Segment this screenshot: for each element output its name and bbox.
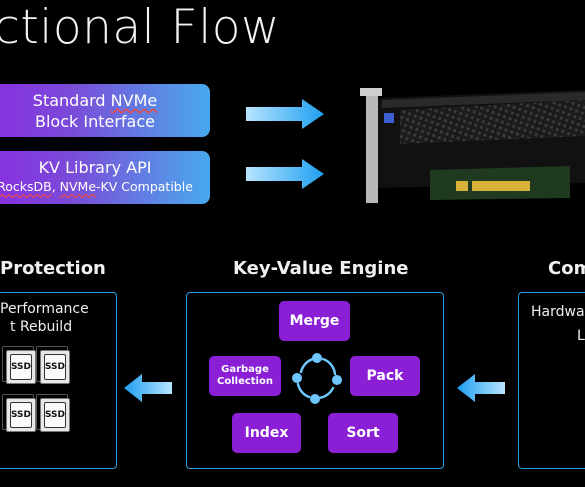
kv-line1: KV Library API [38, 158, 152, 177]
storage-card-image [360, 88, 585, 203]
garbage-collection-block: Garbage Collection [209, 356, 281, 396]
compression-panel [518, 292, 585, 469]
pack-block: Pack [350, 356, 420, 396]
slide-title: ctional Flow [0, 0, 280, 55]
nvme-line2: Block Interface [35, 112, 155, 131]
nvme-block-interface-box: Standard NVMe Block Interface [0, 84, 210, 137]
kv-line2: RocksDB, NVMe-KV Compatible [0, 179, 193, 194]
cycle-arrows-icon [292, 353, 342, 404]
nvme-line1: Standard NVMe [32, 91, 158, 110]
kv-engine-heading: Key-Value Engine [233, 258, 409, 279]
kv-engine-panel [186, 292, 444, 469]
protection-line2: t Rebuild [10, 319, 73, 335]
ssd-icon: SSD [6, 398, 36, 432]
protection-line1: Performance [0, 301, 89, 317]
ssd-icon: SSD [6, 350, 36, 384]
protection-heading: Protection [0, 258, 106, 279]
compression-heading: Com [548, 258, 585, 279]
compression-line2: L [577, 328, 585, 344]
left-arrow-icon [124, 374, 172, 402]
ssd-icon: SSD [40, 398, 70, 432]
protection-text: Performance t Rebuild [0, 300, 89, 336]
garbage-line1: Garbage [221, 364, 269, 375]
kv-library-api-box: KV Library API RocksDB, NVMe-KV Compatib… [0, 151, 210, 204]
merge-block: Merge [279, 301, 350, 341]
left-arrow-icon [457, 374, 505, 402]
ssd-icon: SSD [40, 350, 70, 384]
sort-block: Sort [328, 413, 398, 453]
right-arrow-icon [246, 159, 324, 189]
compression-text: Hardwa L [531, 300, 585, 348]
compression-line1: Hardwa [531, 304, 585, 320]
protection-panel [0, 292, 117, 469]
garbage-line2: Collection [217, 376, 273, 387]
right-arrow-icon [246, 99, 324, 129]
index-block: Index [232, 413, 301, 453]
